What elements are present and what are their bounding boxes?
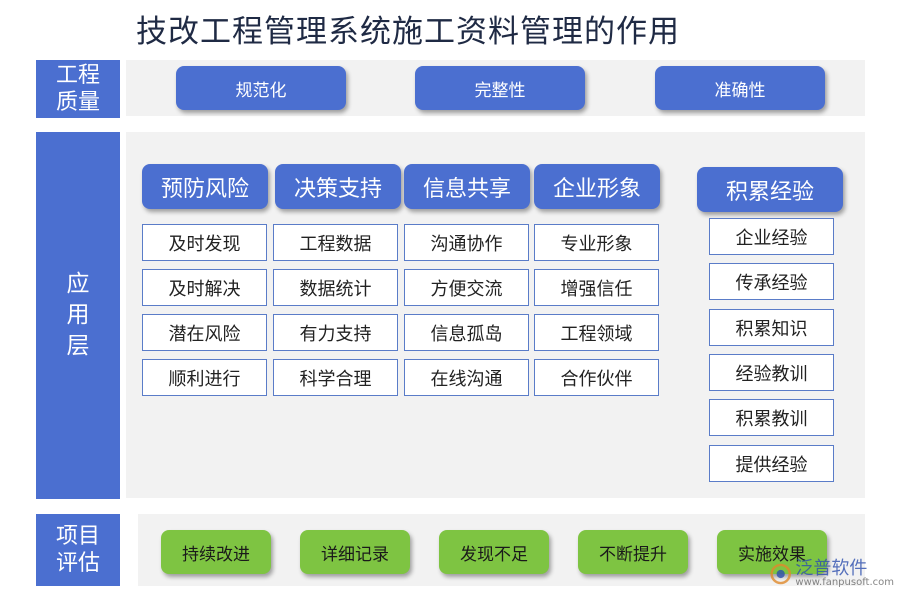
quality-item-accuracy[interactable]: 准确性 [655, 66, 825, 110]
category-3-item: 增强信任 [534, 269, 659, 306]
category-2-item: 在线沟通 [404, 359, 529, 396]
category-2-item: 方便交流 [404, 269, 529, 306]
experience-item: 企业经验 [709, 218, 834, 255]
category-3-item: 合作伙伴 [534, 359, 659, 396]
watermark: 泛普软件 www.fanpusoft.com [770, 552, 894, 596]
category-0[interactable]: 预防风险 [142, 164, 268, 209]
experience-item: 积累知识 [709, 309, 834, 346]
watermark-name: 泛普软件 [795, 558, 868, 579]
category-1-item: 科学合理 [273, 359, 398, 396]
category-0-item: 潜在风险 [142, 314, 267, 351]
category-0-item: 及时解决 [142, 269, 267, 306]
page-title: 技改工程管理系统施工资料管理的作用 [136, 14, 680, 50]
category-0-item: 顺利进行 [142, 359, 267, 396]
category-accumulate-experience[interactable]: 积累经验 [697, 167, 843, 212]
sidebar-evaluation: 项目 评估 [36, 514, 120, 586]
category-1-item: 数据统计 [273, 269, 398, 306]
category-2[interactable]: 信息共享 [404, 164, 530, 209]
experience-item: 提供经验 [709, 445, 834, 482]
evaluation-item[interactable]: 不断提升 [578, 530, 688, 574]
category-1-item: 工程数据 [273, 224, 398, 261]
quality-item-completeness[interactable]: 完整性 [415, 66, 585, 110]
category-0-item: 及时发现 [142, 224, 267, 261]
evaluation-item[interactable]: 发现不足 [439, 530, 549, 574]
sidebar-quality: 工程 质量 [36, 60, 120, 118]
experience-item: 传承经验 [709, 263, 834, 300]
evaluation-item[interactable]: 详细记录 [300, 530, 410, 574]
fanpu-logo-icon [770, 563, 791, 585]
watermark-url: www.fanpusoft.com [795, 577, 894, 588]
evaluation-item[interactable]: 持续改进 [161, 530, 271, 574]
category-2-item: 沟通协作 [404, 224, 529, 261]
category-3-item: 工程领域 [534, 314, 659, 351]
category-2-item: 信息孤岛 [404, 314, 529, 351]
experience-item: 经验教训 [709, 354, 834, 391]
category-1[interactable]: 决策支持 [275, 164, 401, 209]
experience-item: 积累教训 [709, 399, 834, 436]
category-1-item: 有力支持 [273, 314, 398, 351]
evaluation-item[interactable]: 实施效果 [717, 530, 827, 574]
category-3[interactable]: 企业形象 [534, 164, 660, 209]
quality-item-standardization[interactable]: 规范化 [176, 66, 346, 110]
category-3-item: 专业形象 [534, 224, 659, 261]
sidebar-application: 应 用 层 [36, 132, 120, 499]
